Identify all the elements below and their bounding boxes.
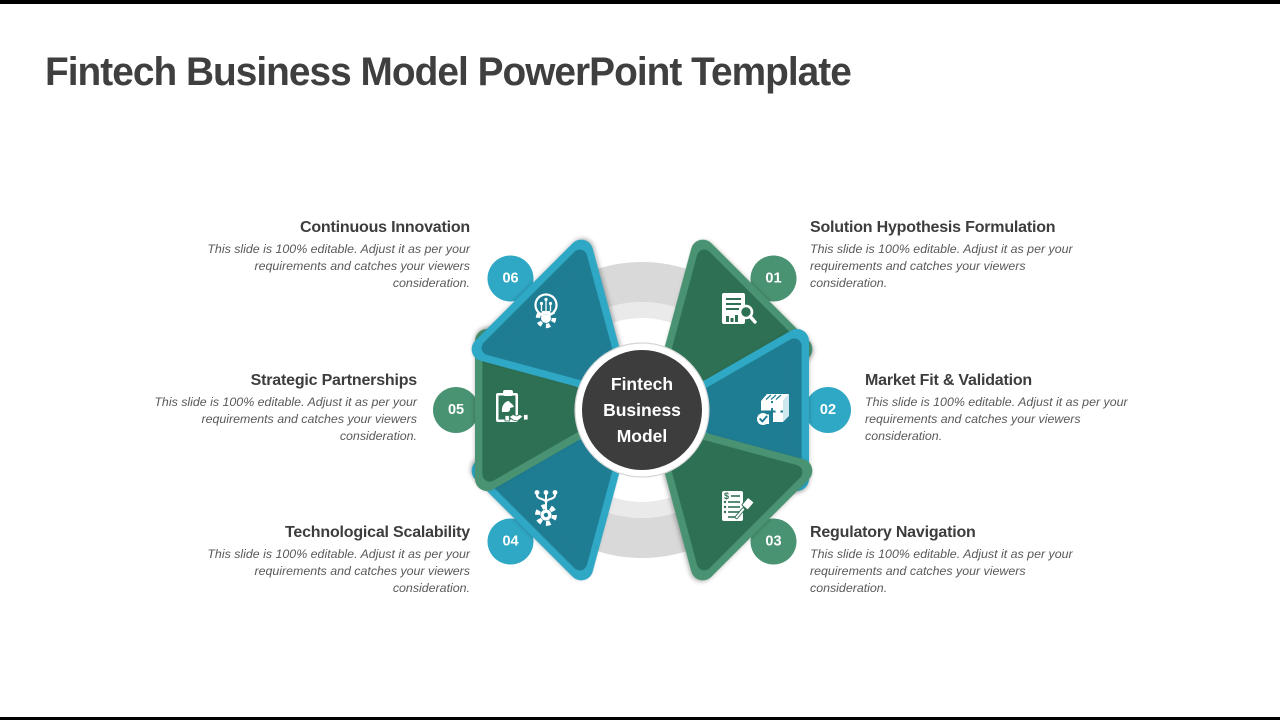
- step-heading: Solution Hypothesis Formulation: [810, 219, 1056, 236]
- partnership-strategy-icon: [496, 390, 529, 422]
- slide-title[interactable]: Fintech Business Model PowerPoint Templa…: [45, 50, 852, 94]
- step-description: This slide is 100% editable. Adjust it a…: [865, 395, 1128, 443]
- badge-circle-03[interactable]: [750, 518, 797, 565]
- badge-number-03: 03: [765, 534, 781, 550]
- scalable-tech-icon: [534, 490, 558, 526]
- step-description: This slide is 100% editable. Adjust it a…: [154, 395, 417, 443]
- svg-text:$: $: [724, 491, 729, 501]
- bottom-black-bar: [0, 717, 1280, 720]
- badge-circle-06[interactable]: [487, 255, 534, 302]
- puzzle-validation-icon: [757, 394, 789, 425]
- step-heading: Market Fit & Validation: [865, 372, 1032, 389]
- badge-circle-05[interactable]: [433, 387, 479, 433]
- step-heading: Regulatory Navigation: [810, 524, 976, 541]
- center-circle[interactable]: [582, 350, 702, 470]
- badge-circle-02[interactable]: [805, 387, 851, 433]
- step-description: This slide is 100% editable. Adjust it a…: [810, 242, 1073, 290]
- step-description: This slide is 100% editable. Adjust it a…: [810, 547, 1073, 595]
- step-text-block-04[interactable]: Technological Scalability This slide is …: [150, 524, 470, 597]
- step-description: This slide is 100% editable. Adjust it a…: [207, 547, 470, 595]
- step-heading: Continuous Innovation: [300, 219, 470, 236]
- badge-number-02: 02: [820, 402, 836, 418]
- regulation-gavel-icon: $: [722, 491, 755, 521]
- top-black-bar: [0, 0, 1280, 4]
- center-circle-label[interactable]: Fintech Business Model: [603, 374, 681, 446]
- badge-number-06: 06: [502, 271, 518, 287]
- badge-number-01: 01: [765, 271, 781, 287]
- innovation-bulb-icon: [534, 293, 558, 329]
- document-research-icon: [722, 293, 757, 324]
- step-text-block-02[interactable]: Market Fit & Validation This slide is 10…: [865, 372, 1185, 445]
- badge-circle-04[interactable]: [487, 518, 534, 565]
- step-heading: Technological Scalability: [285, 524, 470, 541]
- step-description: This slide is 100% editable. Adjust it a…: [207, 242, 470, 290]
- badge-number-04: 04: [502, 534, 518, 550]
- badge-circle-01[interactable]: [750, 255, 797, 302]
- step-heading: Strategic Partnerships: [250, 372, 418, 389]
- step-text-block-01[interactable]: Solution Hypothesis Formulation This sli…: [810, 219, 1130, 292]
- step-text-block-03[interactable]: Regulatory Navigation This slide is 100%…: [810, 524, 1130, 597]
- badge-number-05: 05: [448, 402, 464, 418]
- step-text-block-05[interactable]: Strategic Partnerships This slide is 100…: [97, 372, 417, 445]
- step-text-block-06[interactable]: Continuous Innovation This slide is 100%…: [150, 219, 470, 292]
